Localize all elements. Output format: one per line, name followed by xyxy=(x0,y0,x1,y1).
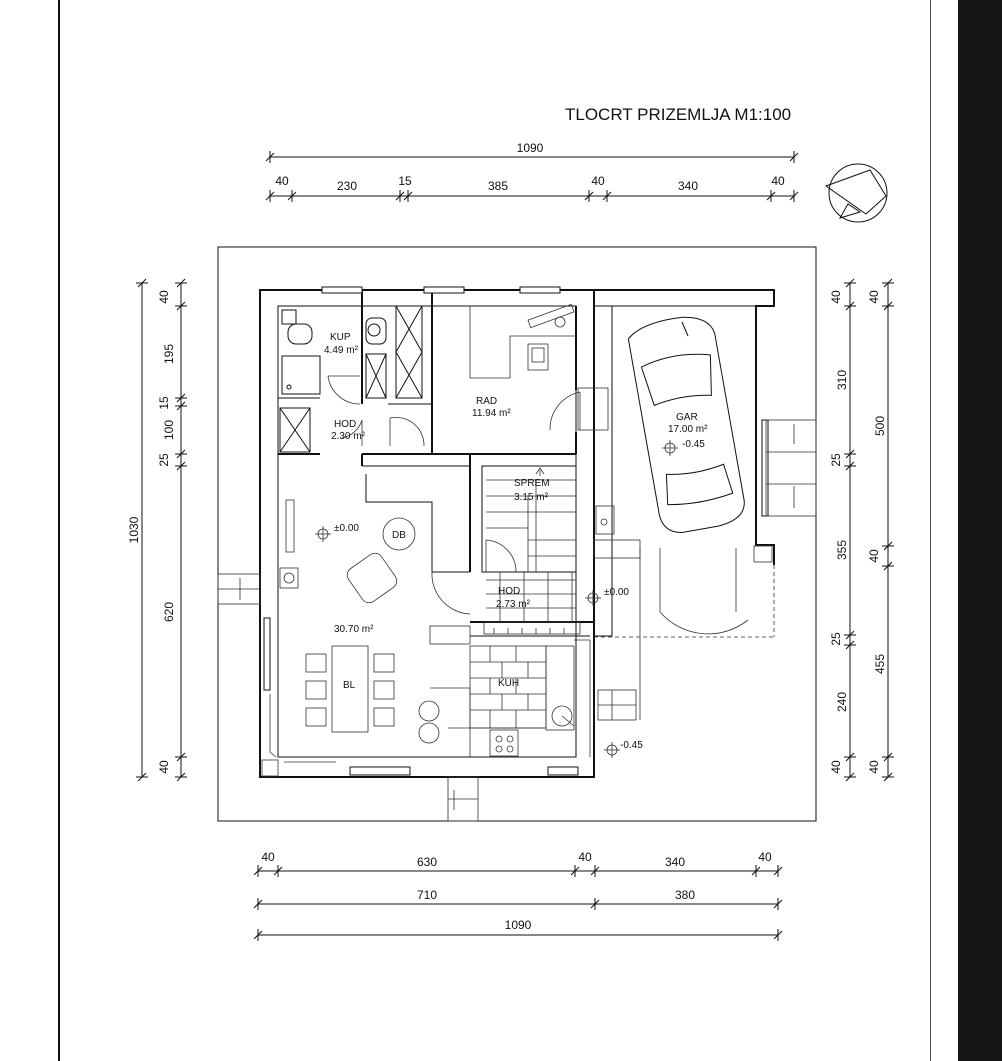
dim-top-5: 40 xyxy=(591,174,605,188)
bathroom-fixtures xyxy=(279,305,423,453)
dim-left-total: 1030 xyxy=(127,516,141,543)
label-db: DB xyxy=(392,530,406,541)
room-hod2-area: 2.73 m² xyxy=(496,599,531,610)
dim-top-2: 230 xyxy=(337,179,357,193)
dim-right-outer-5: 40 xyxy=(867,760,881,774)
sheet-left-border xyxy=(58,0,60,1061)
dim-bottom-3: 40 xyxy=(578,850,592,864)
dim-right-outer-1: 40 xyxy=(867,290,881,304)
room-kup-name: KUP xyxy=(330,332,351,343)
north-arrow-icon xyxy=(824,163,888,223)
car-icon xyxy=(627,316,745,533)
level-markers xyxy=(315,440,678,758)
doors xyxy=(269,375,749,763)
room-gar-area: 17.00 m² xyxy=(668,424,708,435)
office-furniture xyxy=(469,303,576,379)
dim-right-5: 25 xyxy=(829,632,843,646)
dim-right-3: 25 xyxy=(829,453,843,467)
room-kup-area: 4.49 m² xyxy=(324,345,359,356)
viewer-side-panel xyxy=(958,0,1002,1061)
room-hod1-name: HOD xyxy=(334,419,356,430)
kitchen-fixtures xyxy=(418,621,591,757)
room-sprem-area: 3.15 m² xyxy=(514,492,549,503)
dim-right-4: 355 xyxy=(835,540,849,560)
dim-bottom-5: 40 xyxy=(758,850,772,864)
room-rad-name: RAD xyxy=(476,396,497,407)
label-bl: BL xyxy=(343,680,356,691)
dim-right-2: 310 xyxy=(835,370,849,390)
dim-bottom-1: 40 xyxy=(261,850,275,864)
dim-top-6: 340 xyxy=(678,179,698,193)
dim-bottom-2: 630 xyxy=(417,855,437,869)
right-dimension-lines xyxy=(844,278,894,782)
room-living-area: 30.70 m² xyxy=(334,624,374,635)
dim-top-total: 1090 xyxy=(517,141,544,155)
dim-right-6: 240 xyxy=(835,692,849,712)
plan-title: TLOCRT PRIZEMLJA M1:100 xyxy=(565,105,791,124)
dim-bottom-total: 1090 xyxy=(505,918,532,932)
living-furniture xyxy=(285,499,471,733)
terrace-outline xyxy=(217,246,817,822)
room-rad-area: 11.94 m² xyxy=(472,408,511,419)
room-kuh-name: KUH xyxy=(498,678,519,689)
stairs xyxy=(486,467,576,622)
dim-top-4: 385 xyxy=(488,179,508,193)
sheet-right-border xyxy=(930,0,931,1061)
dim-bottom-row2-2: 380 xyxy=(675,888,695,902)
dim-right-outer-2: 500 xyxy=(873,416,887,436)
dim-top-7: 40 xyxy=(771,174,785,188)
room-gar-level: -0.45 xyxy=(682,439,705,450)
dim-left-1: 40 xyxy=(157,290,171,304)
dim-bottom-4: 340 xyxy=(665,855,685,869)
dim-right-7: 40 xyxy=(829,760,843,774)
level-exterior: -0.45 xyxy=(620,740,643,751)
windows xyxy=(263,286,769,776)
left-dimension-lines xyxy=(136,278,187,782)
room-sprem-name: SPREM xyxy=(514,478,550,489)
level-living: ±0.00 xyxy=(334,523,359,534)
bottom-dimension-lines xyxy=(253,865,783,941)
dim-right-outer-4: 455 xyxy=(873,654,887,674)
dim-left-6: 620 xyxy=(162,602,176,622)
dim-right-1: 40 xyxy=(829,290,843,304)
room-hod2-name: HOD xyxy=(498,586,520,597)
dim-top-3: 15 xyxy=(398,174,412,188)
dim-left-2: 195 xyxy=(162,344,176,364)
room-hod1-area: 2.30 m² xyxy=(331,431,366,442)
dim-left-5: 25 xyxy=(157,453,171,467)
dim-bottom-row2-1: 710 xyxy=(417,888,437,902)
dim-left-4: 100 xyxy=(162,420,176,440)
dim-left-3: 15 xyxy=(157,396,171,410)
dim-right-outer-3: 40 xyxy=(867,549,881,563)
top-dimension-lines xyxy=(265,151,799,202)
dim-top-1: 40 xyxy=(275,174,289,188)
room-gar-name: GAR xyxy=(676,412,698,423)
dim-left-7: 40 xyxy=(157,760,171,774)
exterior-steps xyxy=(217,419,817,822)
level-hall: ±0.00 xyxy=(604,587,629,598)
